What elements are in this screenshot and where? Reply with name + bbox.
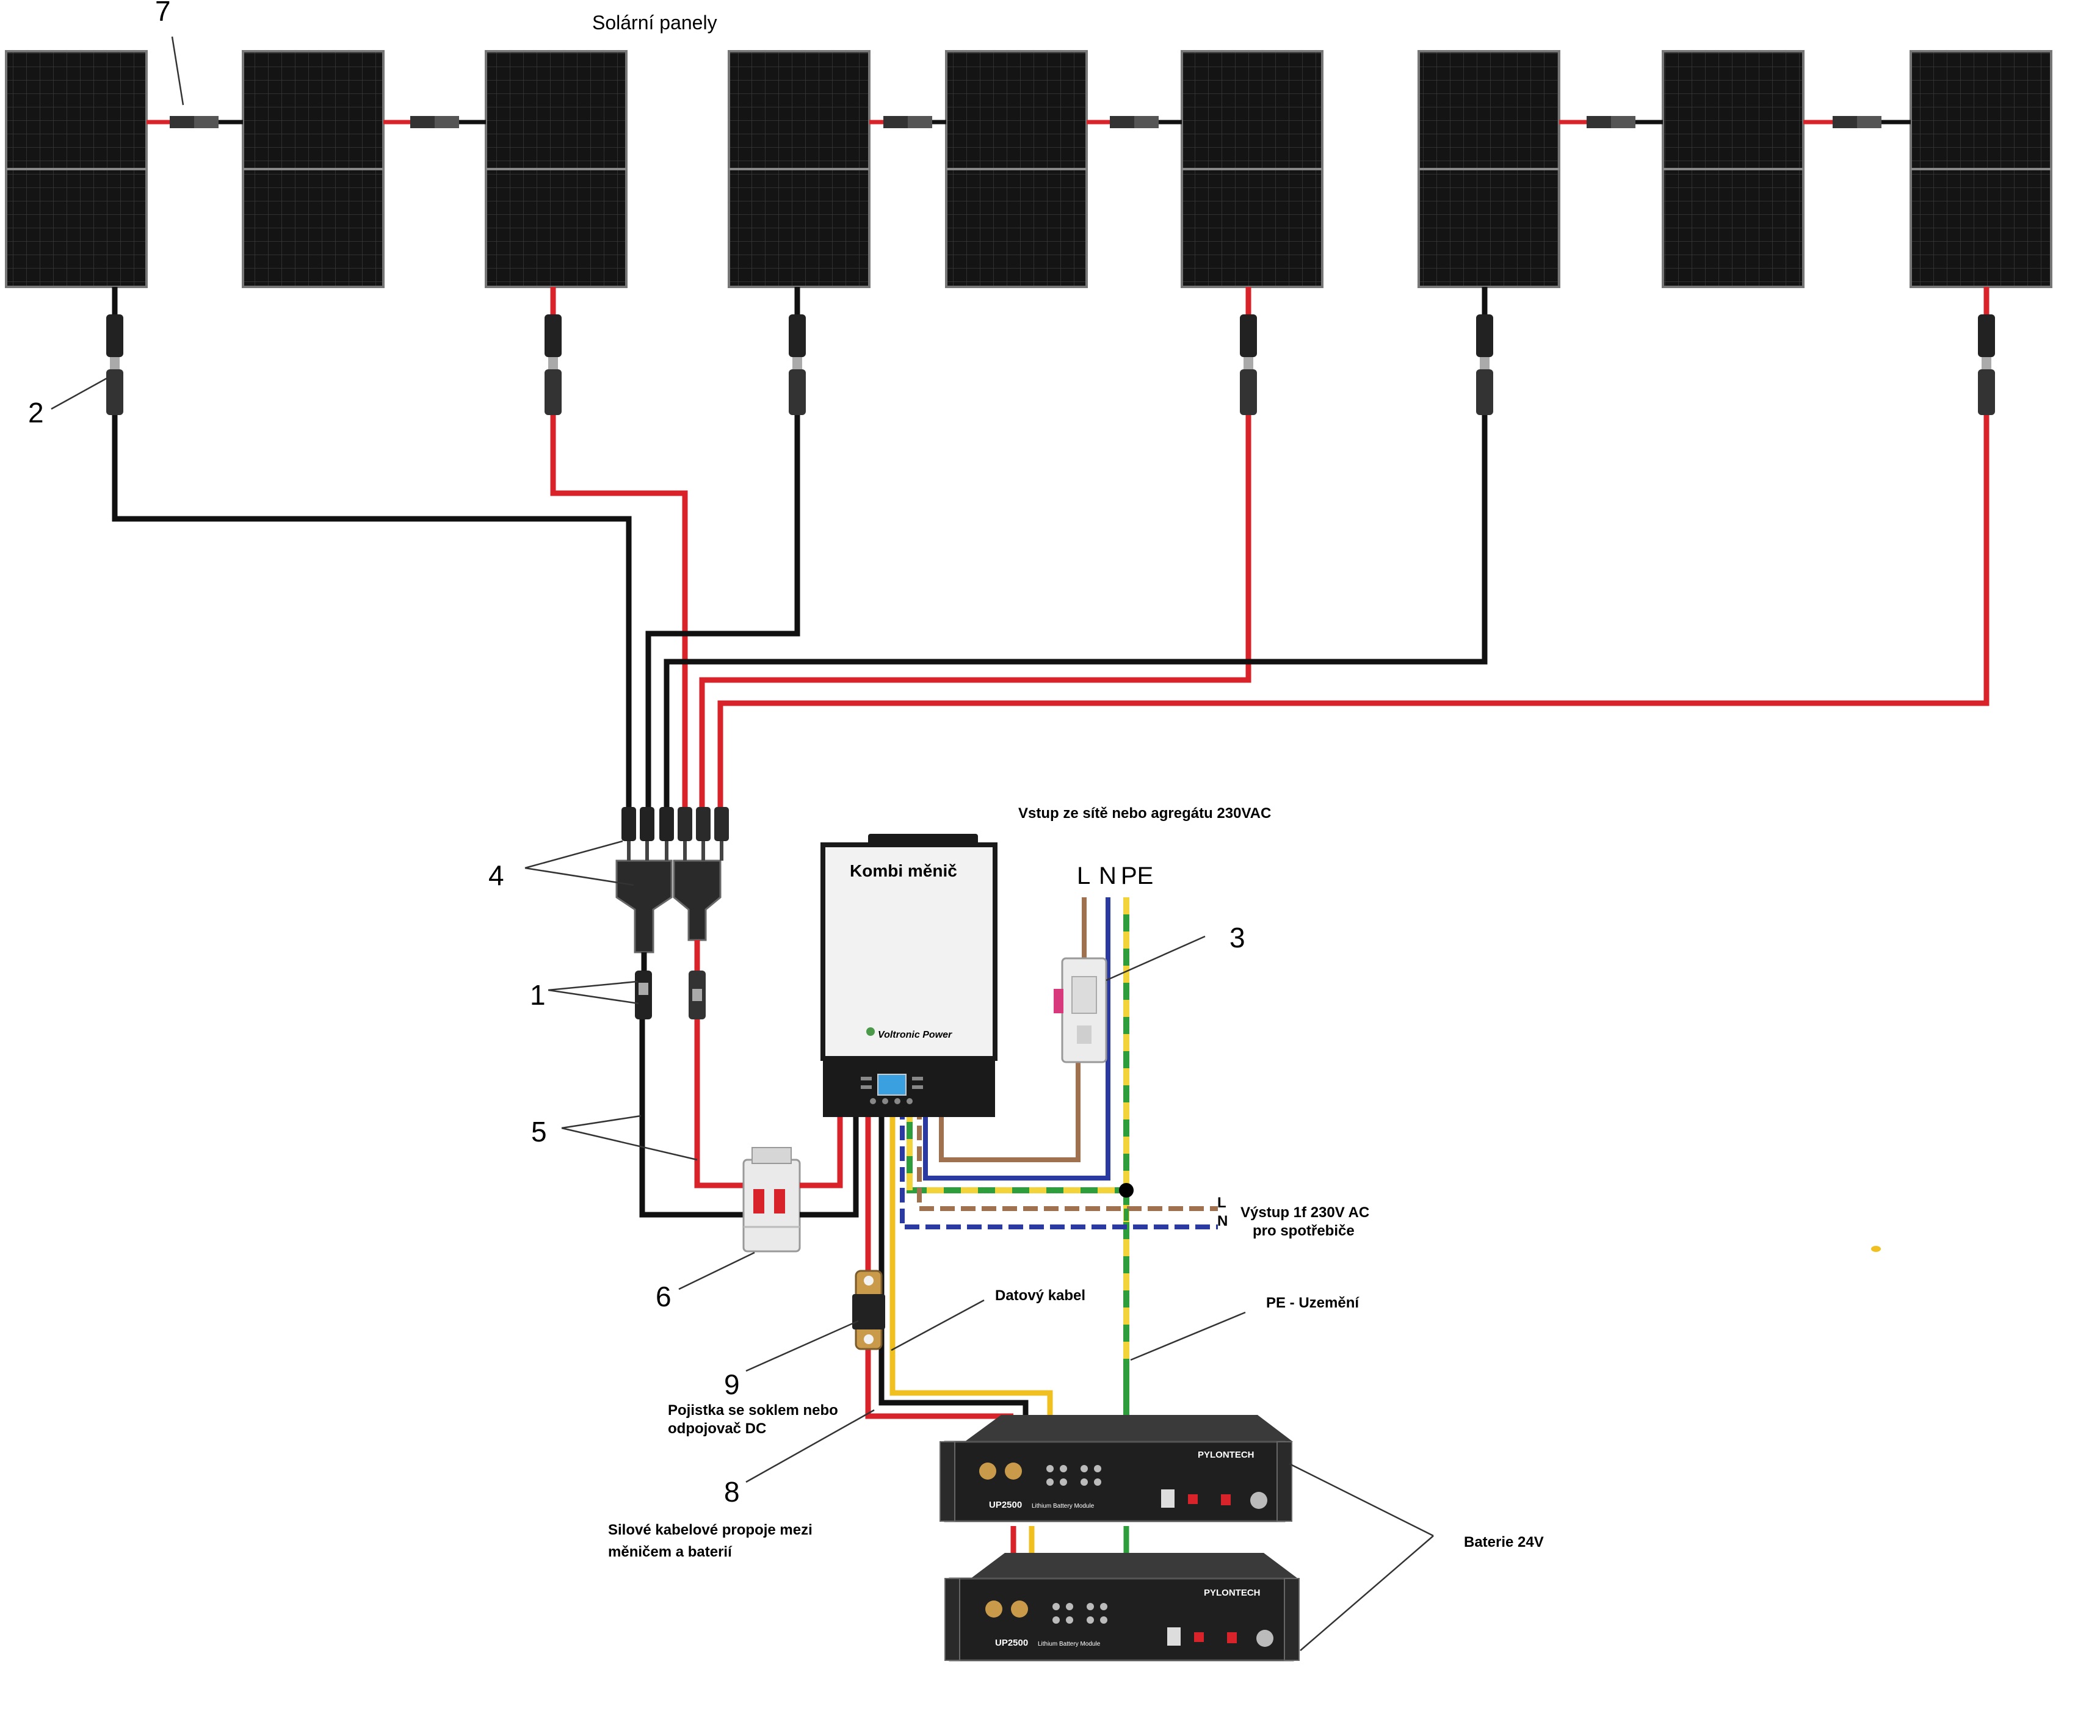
ac-wiring <box>900 897 1218 1367</box>
battery-cables <box>865 1117 1129 1563</box>
battery-negative-cable <box>878 1117 1029 1422</box>
battery2-brand: PYLONTECH <box>1204 1588 1261 1598</box>
branch-connector-positive <box>673 859 722 941</box>
branch-connector-inputs <box>621 807 729 841</box>
ac-output-line1: Výstup 1f 230V AC <box>1240 1204 1369 1221</box>
callout-3: 3 <box>1229 922 1245 953</box>
jumper-7-8 <box>1559 116 1663 128</box>
jumper-2-3 <box>383 116 486 128</box>
callout-numbers: 7 2 4 3 1 5 6 9 8 <box>28 0 1245 1508</box>
battery-module-1: PYLONTECH UP2500 Lithium Battery Module <box>940 1415 1293 1522</box>
callout-2: 2 <box>28 397 44 429</box>
string4-positive-cable <box>699 415 1251 812</box>
panel-series-jumpers <box>147 116 1911 128</box>
branch-connector-negative <box>615 859 673 953</box>
solar-panel-1 <box>5 50 148 288</box>
ac-breaker <box>1054 957 1107 1063</box>
ac-output-l: L <box>1217 1195 1226 1211</box>
string6-positive-cable <box>717 415 1990 812</box>
battery-positive-cable <box>865 1117 1013 1419</box>
jumper-1-2 <box>147 116 243 128</box>
solar-panel-6 <box>1181 50 1323 288</box>
title-solar-panels: Solární panely <box>592 12 717 34</box>
mc4-connector-string5 <box>1476 314 1493 415</box>
battery1-model: UP2500 <box>989 1500 1022 1510</box>
callout-5: 5 <box>531 1116 547 1148</box>
jumper-5-6 <box>1087 116 1182 128</box>
solar-panel-8 <box>1662 50 1805 288</box>
string5-negative-cable <box>664 415 1488 812</box>
callout-1: 1 <box>530 979 546 1011</box>
mc4-main-connectors <box>635 971 706 1019</box>
inverter-label: Kombi měnič <box>850 861 957 880</box>
battery-module-2: PYLONTECH UP2500 Lithium Battery Module <box>944 1553 1300 1662</box>
solar-panel-9 <box>1910 50 2052 288</box>
stray-yellow-dot <box>1871 1246 1881 1252</box>
data-cable-label: Datový kabel <box>995 1287 1085 1304</box>
battery1-brand: PYLONTECH <box>1198 1450 1255 1460</box>
grid-neutral-cable <box>923 897 1110 1181</box>
callout-9: 9 <box>724 1369 740 1400</box>
solar-panel-row <box>5 50 2052 288</box>
pv-string-cables <box>112 287 1990 812</box>
inverter-brand: Voltronic Power <box>878 1030 952 1040</box>
dc-input-cables <box>639 940 744 1218</box>
ac-output-n: N <box>1217 1213 1228 1229</box>
string1-negative-cable <box>112 415 632 812</box>
data-cable <box>889 1117 1053 1422</box>
string2-positive-cable <box>550 415 688 812</box>
solar-panel-5 <box>945 50 1088 288</box>
earth-junction-dot <box>1119 1183 1134 1198</box>
mc4-connector-string4 <box>1240 314 1257 415</box>
mc4-connector-string6 <box>1978 314 1995 415</box>
solar-panel-3 <box>485 50 628 288</box>
mc4-connector-string2 <box>545 314 562 415</box>
leader-lines <box>51 36 1434 1651</box>
solar-panel-2 <box>242 50 385 288</box>
callout-6: 6 <box>656 1281 672 1312</box>
power-cable-label-line1: Silové kabelové propoje mezi <box>608 1522 813 1538</box>
mc4-connector-string1 <box>106 314 123 415</box>
output-neutral-cable <box>900 1105 1218 1229</box>
dc-fuse <box>852 1270 885 1350</box>
callout-8: 8 <box>724 1476 740 1508</box>
grid-terminal-pe: PE <box>1121 863 1153 889</box>
callout-4: 4 <box>488 859 504 891</box>
power-cable-label-line2: měničem a baterií <box>608 1544 733 1560</box>
battery2-model: UP2500 <box>995 1638 1028 1648</box>
mc4-connector-string3 <box>789 314 806 415</box>
pe-earth-label: PE - Uzemění <box>1266 1295 1360 1311</box>
solar-panel-7 <box>1418 50 1560 288</box>
battery1-module-text: Lithium Battery Module <box>1032 1503 1095 1510</box>
solar-panel-4 <box>728 50 871 288</box>
grid-input-label: Vstup ze sítě nebo agregátu 230VAC <box>1018 805 1271 822</box>
hybrid-inverter: Kombi měnič Voltronic Power <box>820 834 998 1117</box>
battery2-module-text: Lithium Battery Module <box>1038 1641 1101 1647</box>
breaker-to-inverter-cables <box>800 1105 859 1218</box>
grid-terminal-n: N <box>1099 863 1117 889</box>
fuse-label-line2: odpojovač DC <box>668 1420 766 1437</box>
string3-negative-cable <box>645 415 800 812</box>
ac-output-line2: pro spotřebiče <box>1253 1223 1355 1239</box>
output-phase-cable <box>917 1105 1218 1211</box>
jumper-4-5 <box>869 116 946 128</box>
dc-breaker <box>742 1147 801 1253</box>
grid-terminal-l: L <box>1077 863 1090 889</box>
fuse-label-line1: Pojistka se soklem nebo <box>668 1402 838 1419</box>
callout-7: 7 <box>155 0 171 27</box>
jumper-8-9 <box>1803 116 1911 128</box>
mc4-branch-connectors <box>615 807 729 953</box>
pv-negative-main-cable <box>639 1019 744 1218</box>
pv-positive-main-cable <box>694 1019 744 1188</box>
mc4-connectors <box>106 314 1995 415</box>
battery-24v-label: Baterie 24V <box>1464 1534 1544 1550</box>
